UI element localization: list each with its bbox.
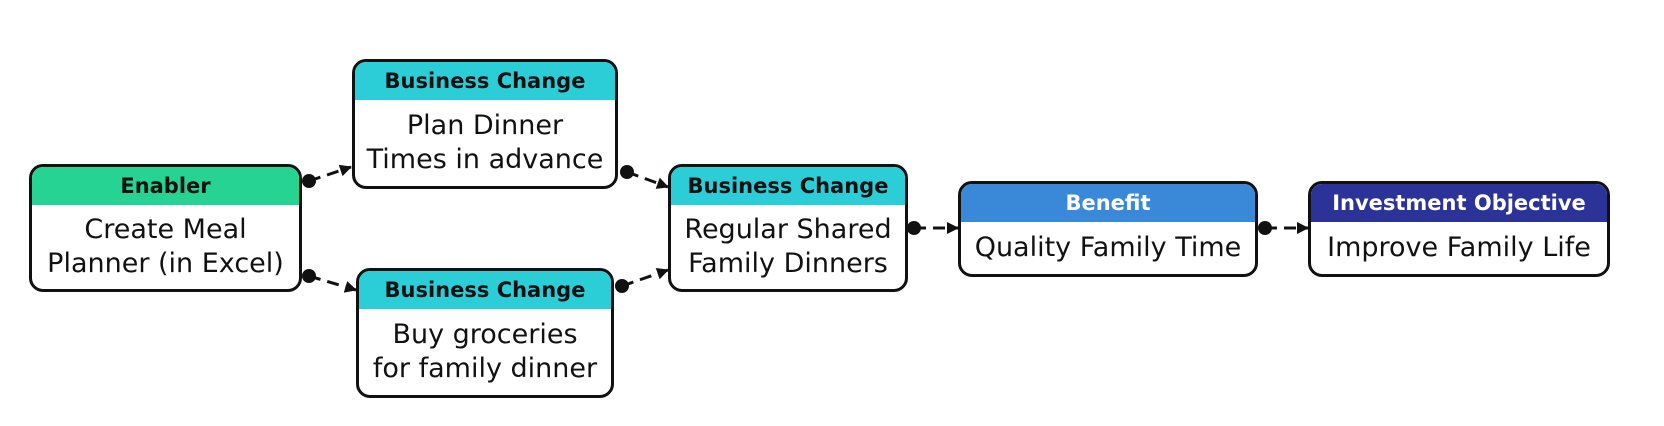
business-change-regular-dinners-text: Regular Shared Family Dinners — [684, 214, 892, 279]
edge-enabler-to-buy-groceries — [302, 269, 357, 293]
business-change-buy-groceries-node: Business Change Buy groceries for family… — [356, 268, 614, 398]
business-change-plan-dinner-node: Business Change Plan Dinner Times in adv… — [352, 59, 618, 189]
business-change-plan-dinner-type: Business Change — [355, 62, 615, 100]
edge-benefit-to-objective — [1258, 221, 1309, 235]
benefit-node: Benefit Quality Family Time — [958, 181, 1258, 277]
enabler-node-text: Create Meal Planner (in Excel) — [47, 214, 284, 279]
business-change-buy-groceries-text: Buy groceries for family dinner — [372, 319, 598, 384]
edge-regular-dinners-to-benefit — [907, 221, 959, 235]
enabler-node-type: Enabler — [32, 167, 299, 205]
edge-buy-groceries-to-regular-dinners — [615, 267, 669, 293]
benefit-node-text: Quality Family Time — [974, 232, 1242, 263]
edge-enabler-to-plan-dinner — [302, 164, 352, 188]
edge-plan-dinner-to-regular-dinners — [620, 165, 669, 189]
benefit-node-type: Benefit — [961, 184, 1255, 222]
investment-objective-node-text: Improve Family Life — [1327, 232, 1591, 263]
business-change-regular-dinners-type: Business Change — [671, 167, 905, 205]
investment-objective-node: Investment Objective Improve Family Life — [1308, 181, 1610, 277]
business-change-buy-groceries-type: Business Change — [359, 271, 611, 309]
investment-objective-node-type: Investment Objective — [1311, 184, 1607, 222]
enabler-node: Enabler Create Meal Planner (in Excel) — [29, 164, 302, 292]
business-change-regular-dinners-node: Business Change Regular Shared Family Di… — [668, 164, 908, 292]
business-change-plan-dinner-text: Plan Dinner Times in advance — [366, 110, 604, 175]
